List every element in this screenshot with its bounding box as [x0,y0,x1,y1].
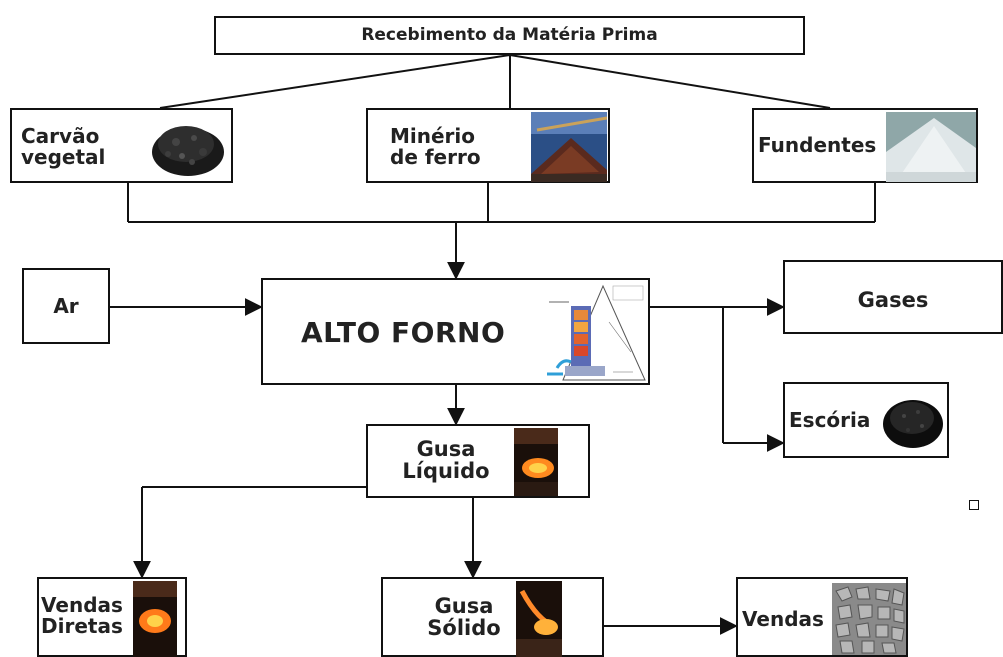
vendas-diretas-label: Vendas Diretas [41,595,123,637]
carvao-label-line-1: Carvão [21,124,100,148]
small-square-mark [969,500,979,510]
minerio-label-line-1: Minério [390,124,476,148]
gusa-solido-label-line-1: Gusa [434,594,494,618]
recebimento-box: Recebimento da Matéria Prima [214,16,805,55]
connector-line [509,54,831,109]
vendas-label: Vendas [742,607,824,631]
gusa-solido-label: Gusa Sólido [389,595,539,639]
alto-forno-label: ALTO FORNO [301,316,506,349]
minerio-label: Minério de ferro [390,126,481,168]
gusa-solido-label-line-2: Sólido [427,616,501,641]
escoria-box: Escória [783,382,949,458]
charcoal-pile-icon [152,126,224,176]
carvao-box: Carvão vegetal [10,108,233,183]
recebimento-label: Recebimento da Matéria Prima [361,25,658,45]
iron-ore-pile-icon [531,112,607,182]
gases-label: Gases [857,288,929,312]
carvao-label-line-2: vegetal [21,145,106,169]
alto-forno-box: ALTO FORNO [261,278,650,385]
gases-box: Gases [783,260,1003,334]
solid-pig-iron-icon [516,581,562,657]
gusa-liquido-box: Gusa Líquido [366,424,590,498]
vendas-diretas-label-line-1: Vendas [41,593,123,617]
slag-pile-icon [883,400,943,448]
gusa-solido-box: Gusa Sólido [381,577,604,657]
vendas-diretas-box: Vendas Diretas [37,577,187,657]
vendas-box: Vendas [736,577,908,657]
vendas-diretas-label-line-2: Diretas [41,614,123,638]
gusa-liquido-label-line-2: Líquido [402,459,490,484]
fundentes-label: Fundentes [758,133,877,157]
carvao-label: Carvão vegetal [21,126,105,168]
ar-box: Ar [22,268,110,344]
gusa-liquido-label-line-1: Gusa [416,437,476,461]
molten-iron-icon [514,428,558,496]
fundentes-box: Fundentes [752,108,978,183]
flux-pile-icon [886,112,976,182]
gusa-liquido-label: Gusa Líquido [376,438,516,482]
escoria-label: Escória [789,408,871,432]
connector-line [159,54,511,109]
ar-label: Ar [53,294,79,318]
gravel-pile-icon [832,583,906,655]
minerio-label-line-2: de ferro [390,145,481,169]
minerio-box: Minério de ferro [366,108,610,183]
blast-furnace-diagram-icon [547,284,646,381]
molten-iron-icon [133,581,177,657]
